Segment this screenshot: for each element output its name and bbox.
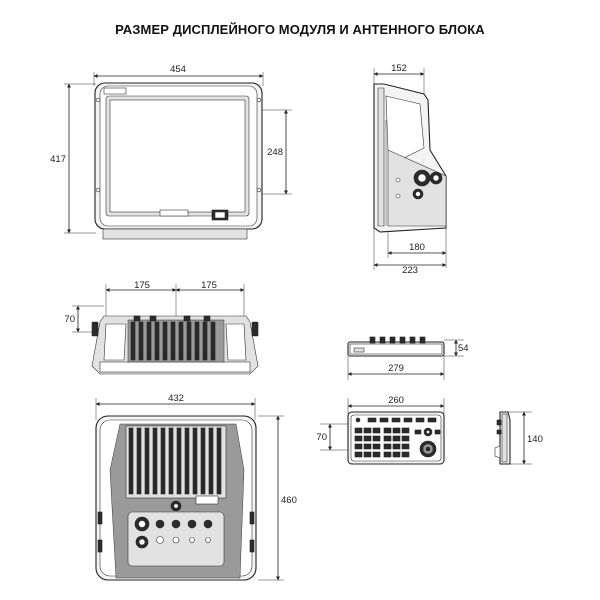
diagram-title: РАЗМЕР ДИСПЛЕЙНОГО МОДУЛЯ И АНТЕННОГО БЛ… [115, 22, 485, 37]
side-view: 152 180 223 [373, 63, 447, 276]
keypad-keys [354, 417, 441, 458]
rear-view: 432 460 [95, 393, 297, 581]
dim-rear-width: 432 [168, 393, 184, 404]
dim-keypad-front-width: 260 [388, 395, 404, 406]
dim-side-depth-total: 223 [402, 265, 418, 276]
keypad-top-view: 54 279 [347, 336, 469, 380]
dim-front-width: 454 [170, 64, 186, 75]
dim-side-depth-mid: 180 [409, 242, 425, 253]
dim-front-screen-height: 248 [267, 147, 283, 158]
keypad-side-view: 140 [494, 411, 543, 465]
front-view: 454 417 248 [50, 64, 292, 240]
dim-rear-height: 460 [281, 495, 297, 506]
dim-top-height: 70 [64, 314, 75, 325]
dim-keypad-top-width: 279 [388, 363, 404, 374]
dim-top-right-span: 175 [201, 280, 217, 291]
dim-top-left-span: 175 [134, 280, 150, 291]
dim-keypad-side-height: 140 [527, 434, 543, 445]
dim-keypad-front-height: 70 [316, 432, 327, 443]
dim-keypad-top-height: 54 [458, 343, 469, 354]
rear-view-cooling-fins [128, 427, 222, 495]
keypad-front-view: 260 70 [316, 395, 445, 465]
top-view: 175 175 70 [64, 280, 259, 375]
dim-side-depth-top: 152 [391, 63, 407, 74]
top-view-cooling-fins [130, 321, 216, 361]
dim-front-height: 417 [50, 154, 66, 165]
